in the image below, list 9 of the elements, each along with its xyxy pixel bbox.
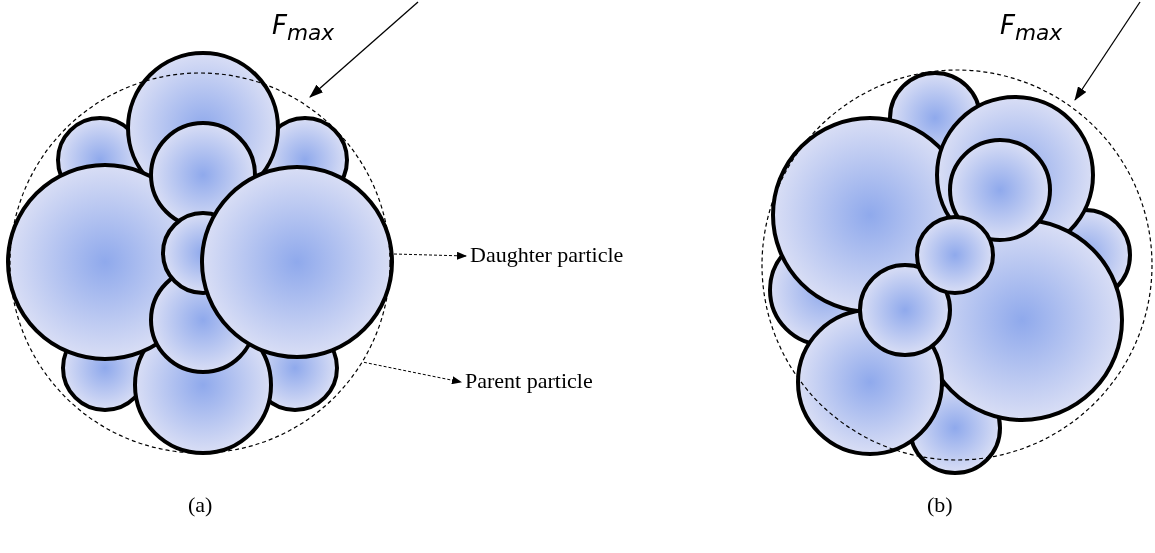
force-label: F$_{max}$: [1000, 10, 1063, 46]
parent-particle-outline: [9, 72, 391, 454]
panel-label: (a): [188, 492, 213, 518]
leader-line: [363, 361, 462, 385]
callout-label: Daughter particle: [470, 242, 624, 268]
force-label: F$_{max}$: [272, 10, 335, 46]
leader-line: [393, 251, 467, 260]
callout-label: Parent particle: [465, 368, 593, 394]
panel-label: (b): [927, 492, 953, 518]
